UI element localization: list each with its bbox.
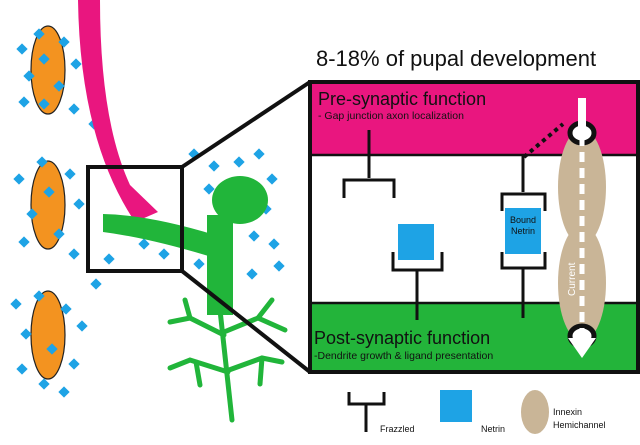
legend-netrin-icon xyxy=(440,390,472,422)
netrin-dot xyxy=(38,53,50,65)
netrin-dot xyxy=(16,43,28,55)
zoom-line-top xyxy=(180,80,312,169)
inset-border xyxy=(308,80,640,374)
dendrite-left-1 xyxy=(167,315,227,338)
dotted-connector xyxy=(522,122,565,159)
netrin-dot xyxy=(68,103,80,115)
netrin-dot xyxy=(208,160,220,172)
netrin-dot xyxy=(38,98,50,110)
netrin-dot xyxy=(193,258,205,270)
dendrite-trunk xyxy=(217,307,235,423)
legend-innexin-icon xyxy=(521,390,549,434)
netrin-dot xyxy=(70,58,82,70)
netrin-dot xyxy=(58,36,70,48)
netrin-bound xyxy=(505,208,541,254)
netrin-dot xyxy=(203,183,215,195)
dendrite-right-2 xyxy=(255,315,288,333)
dendrite-left-2 xyxy=(182,297,193,321)
netrin-dot xyxy=(20,328,32,340)
netrin-dot xyxy=(43,186,55,198)
netrin-dot xyxy=(18,96,30,108)
zoom-line-bottom xyxy=(180,269,312,374)
orange-cell-middle xyxy=(30,160,66,250)
neuron-axon-trunk xyxy=(207,215,233,315)
netrin-dot xyxy=(246,268,258,280)
netrin-dot xyxy=(38,378,50,390)
netrin-dot xyxy=(268,238,280,250)
dendrite-branches xyxy=(167,297,288,423)
netrin-dot xyxy=(138,238,150,250)
magenta-axon xyxy=(78,0,158,222)
pre-synaptic-subtitle: - Gap junction axon localization xyxy=(318,110,464,122)
netrin-dot xyxy=(158,248,170,260)
dendrite-left-3 xyxy=(167,357,231,375)
post-synaptic-subtitle: -Dendrite growth & ligand presentation xyxy=(314,350,494,362)
dendrite-right-4 xyxy=(257,355,265,387)
netrin-dot xyxy=(233,156,245,168)
netrin-dot xyxy=(10,298,22,310)
netrin-dot xyxy=(13,173,25,185)
netrin-dot xyxy=(90,278,102,290)
netrin-dot xyxy=(33,290,45,302)
netrin-dot xyxy=(266,173,278,185)
netrin-dot xyxy=(73,198,85,210)
netrin-dot xyxy=(36,156,48,168)
legend xyxy=(347,390,549,434)
neuron-arm xyxy=(103,214,215,258)
diagram-title: 8-18% of pupal development xyxy=(316,46,597,71)
frazzled-receptor-pre xyxy=(342,130,396,198)
netrin-dot xyxy=(253,148,265,160)
netrin-free xyxy=(398,224,434,260)
netrin-dot xyxy=(273,260,285,272)
post-synaptic-title: Post-synaptic function xyxy=(314,328,491,348)
pre-synaptic-title: Pre-synaptic function xyxy=(318,89,487,109)
netrin-dot xyxy=(58,386,70,398)
netrin-dot xyxy=(68,358,80,370)
netrin-dot xyxy=(64,168,76,180)
netrin-dot xyxy=(33,28,45,40)
netrin-dot xyxy=(103,253,115,265)
netrin-dot xyxy=(46,343,58,355)
netrin-dot xyxy=(16,363,28,375)
zoom-box xyxy=(86,165,184,273)
bound-netrin-label: Bound Netrin xyxy=(509,215,537,236)
netrin-dot xyxy=(68,248,80,260)
netrin-dot xyxy=(53,228,65,240)
dendrite-right-3 xyxy=(226,355,285,373)
inset-panel: Current xyxy=(308,80,640,374)
frazzled-receptor-post xyxy=(391,252,444,320)
dendrite-left-4 xyxy=(193,359,203,388)
current-arrow-head xyxy=(568,338,596,358)
legend-frazzled-label: Frazzled xyxy=(380,424,415,434)
current-label: Current xyxy=(567,262,578,296)
legend-netrin-label: Netrin xyxy=(481,424,506,434)
orange-cell-top xyxy=(30,25,66,115)
netrin-dot xyxy=(53,80,65,92)
netrin-dot xyxy=(76,320,88,332)
orange-cell-bottom xyxy=(30,290,66,380)
netrin-dot xyxy=(18,236,30,248)
legend-innexin-label: Innexin Hemichannel xyxy=(553,407,606,430)
neuron-soma xyxy=(212,176,268,224)
innexin-hemichannel: Current xyxy=(558,98,606,358)
netrin-dot xyxy=(248,230,260,242)
orange-cells xyxy=(30,25,66,380)
legend-frazzled-icon xyxy=(347,392,386,432)
green-neuron xyxy=(103,176,288,423)
bound-netrin-complex xyxy=(500,155,547,318)
